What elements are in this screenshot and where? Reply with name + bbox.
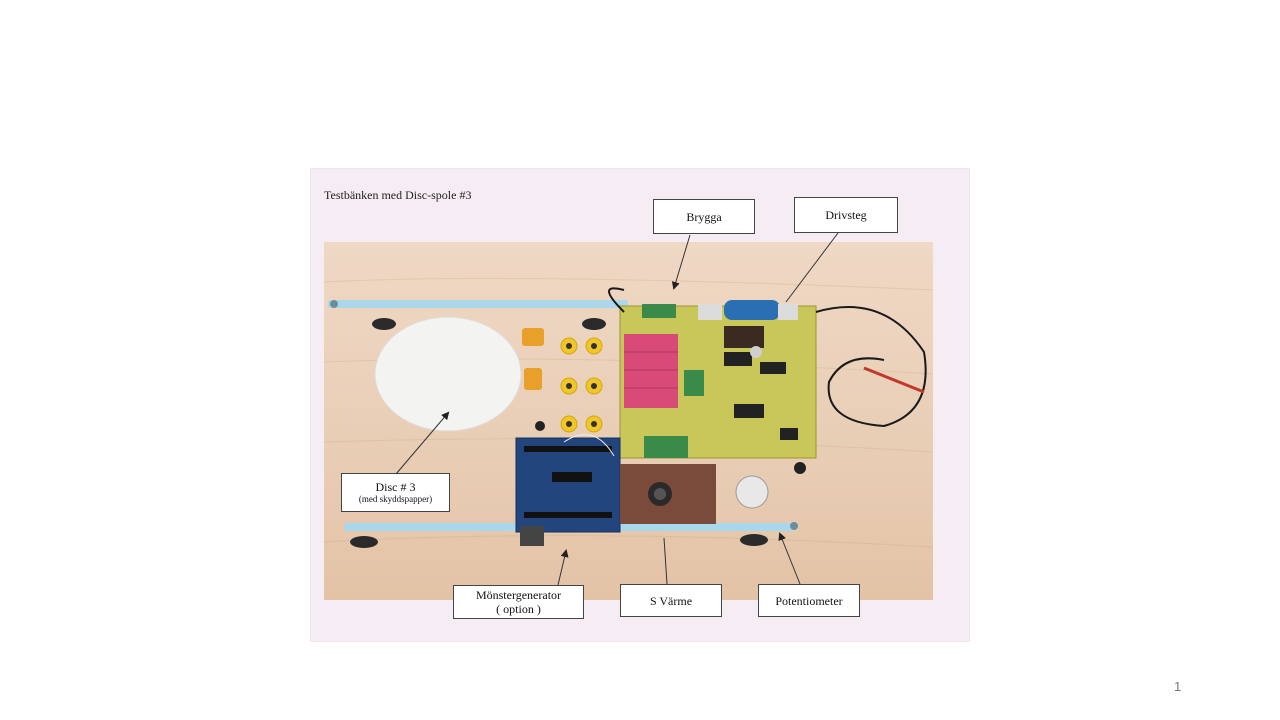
label-disc-line2: (med skyddspapper) xyxy=(358,494,433,504)
label-potentiometer-text: Potentiometer xyxy=(775,593,843,608)
scanned-document: Testbänken med Disc-spole #3 xyxy=(310,168,970,642)
label-monster-line2: ( option ) xyxy=(496,602,541,616)
label-varme-text: S Värme xyxy=(649,593,693,608)
label-monster-line1: Mönstergenerator xyxy=(475,588,562,602)
disc-3 xyxy=(374,316,522,432)
label-varme: S Värme xyxy=(620,584,722,617)
test-bench-illustration xyxy=(324,277,933,548)
label-disc-line1: Disc # 3 xyxy=(375,480,416,494)
document-title: Testbänken med Disc-spole #3 xyxy=(324,188,472,202)
label-brygga-text: Brygga xyxy=(686,209,722,224)
slide-page-number: 1 xyxy=(1174,679,1182,694)
test-bench-photo xyxy=(324,242,933,600)
label-drivsteg: Drivsteg xyxy=(794,197,898,233)
heatsink xyxy=(624,334,678,408)
label-brygga: Brygga xyxy=(653,199,755,234)
capacitor xyxy=(724,300,780,320)
label-disc: Disc # 3 (med skyddspapper) xyxy=(341,473,450,512)
top-rail xyxy=(328,300,628,308)
potentiometer-knob xyxy=(735,475,769,509)
label-potentiometer: Potentiometer xyxy=(758,584,860,617)
label-drivsteg-text: Drivsteg xyxy=(825,208,867,222)
label-monstergenerator: Mönstergenerator ( option ) xyxy=(453,585,584,619)
